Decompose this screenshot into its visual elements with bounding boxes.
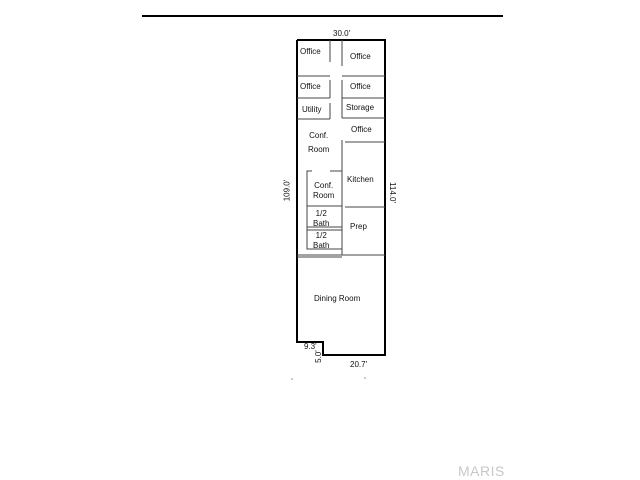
room-label-office: Office bbox=[351, 125, 372, 134]
dimension-notch-depth: 5.0' bbox=[313, 350, 323, 363]
room-label-storage: Storage bbox=[346, 103, 375, 112]
room-label-line: Bath bbox=[313, 219, 330, 228]
room-label-line: 1/2 bbox=[315, 231, 327, 240]
room-label-office: Office bbox=[300, 47, 321, 56]
room-label-line: Conf. bbox=[314, 181, 334, 190]
room-label-utility: Utility bbox=[302, 105, 322, 114]
room-label-office: Office bbox=[350, 52, 371, 61]
room-label-line: Room bbox=[308, 145, 330, 154]
dimension-top-width: 30.0' bbox=[333, 29, 351, 38]
room-label-office: Office bbox=[300, 82, 321, 91]
room-label-prep: Prep bbox=[350, 222, 367, 231]
dimension-right-length: 114.0' bbox=[387, 182, 397, 203]
room-label-office: Office bbox=[350, 82, 371, 91]
room-label-half-bath: 1/2 Bath bbox=[313, 231, 329, 251]
room-label-half-bath: 1/2 Bath bbox=[313, 209, 329, 229]
speck bbox=[291, 378, 293, 380]
dimension-left-length: 109.0' bbox=[282, 179, 292, 202]
watermark-logo: MARIS bbox=[458, 463, 505, 479]
room-label-conf-room: Conf. Room bbox=[313, 181, 334, 201]
dimension-notch-width: 9.3' bbox=[304, 342, 317, 351]
speck bbox=[364, 377, 366, 379]
room-label-conf-room: Conf. Room bbox=[308, 131, 329, 155]
room-label-line: Conf. bbox=[309, 131, 329, 140]
room-label-line: 1/2 bbox=[315, 209, 327, 218]
room-label-kitchen: Kitchen bbox=[347, 175, 374, 184]
building-outline bbox=[296, 39, 386, 356]
room-label-line: Bath bbox=[313, 241, 330, 250]
dimension-bottom-width: 20.7' bbox=[350, 360, 368, 369]
room-label-dining-room: Dining Room bbox=[314, 294, 361, 303]
wall bbox=[306, 170, 342, 250]
room-label-line: Room bbox=[313, 191, 335, 200]
